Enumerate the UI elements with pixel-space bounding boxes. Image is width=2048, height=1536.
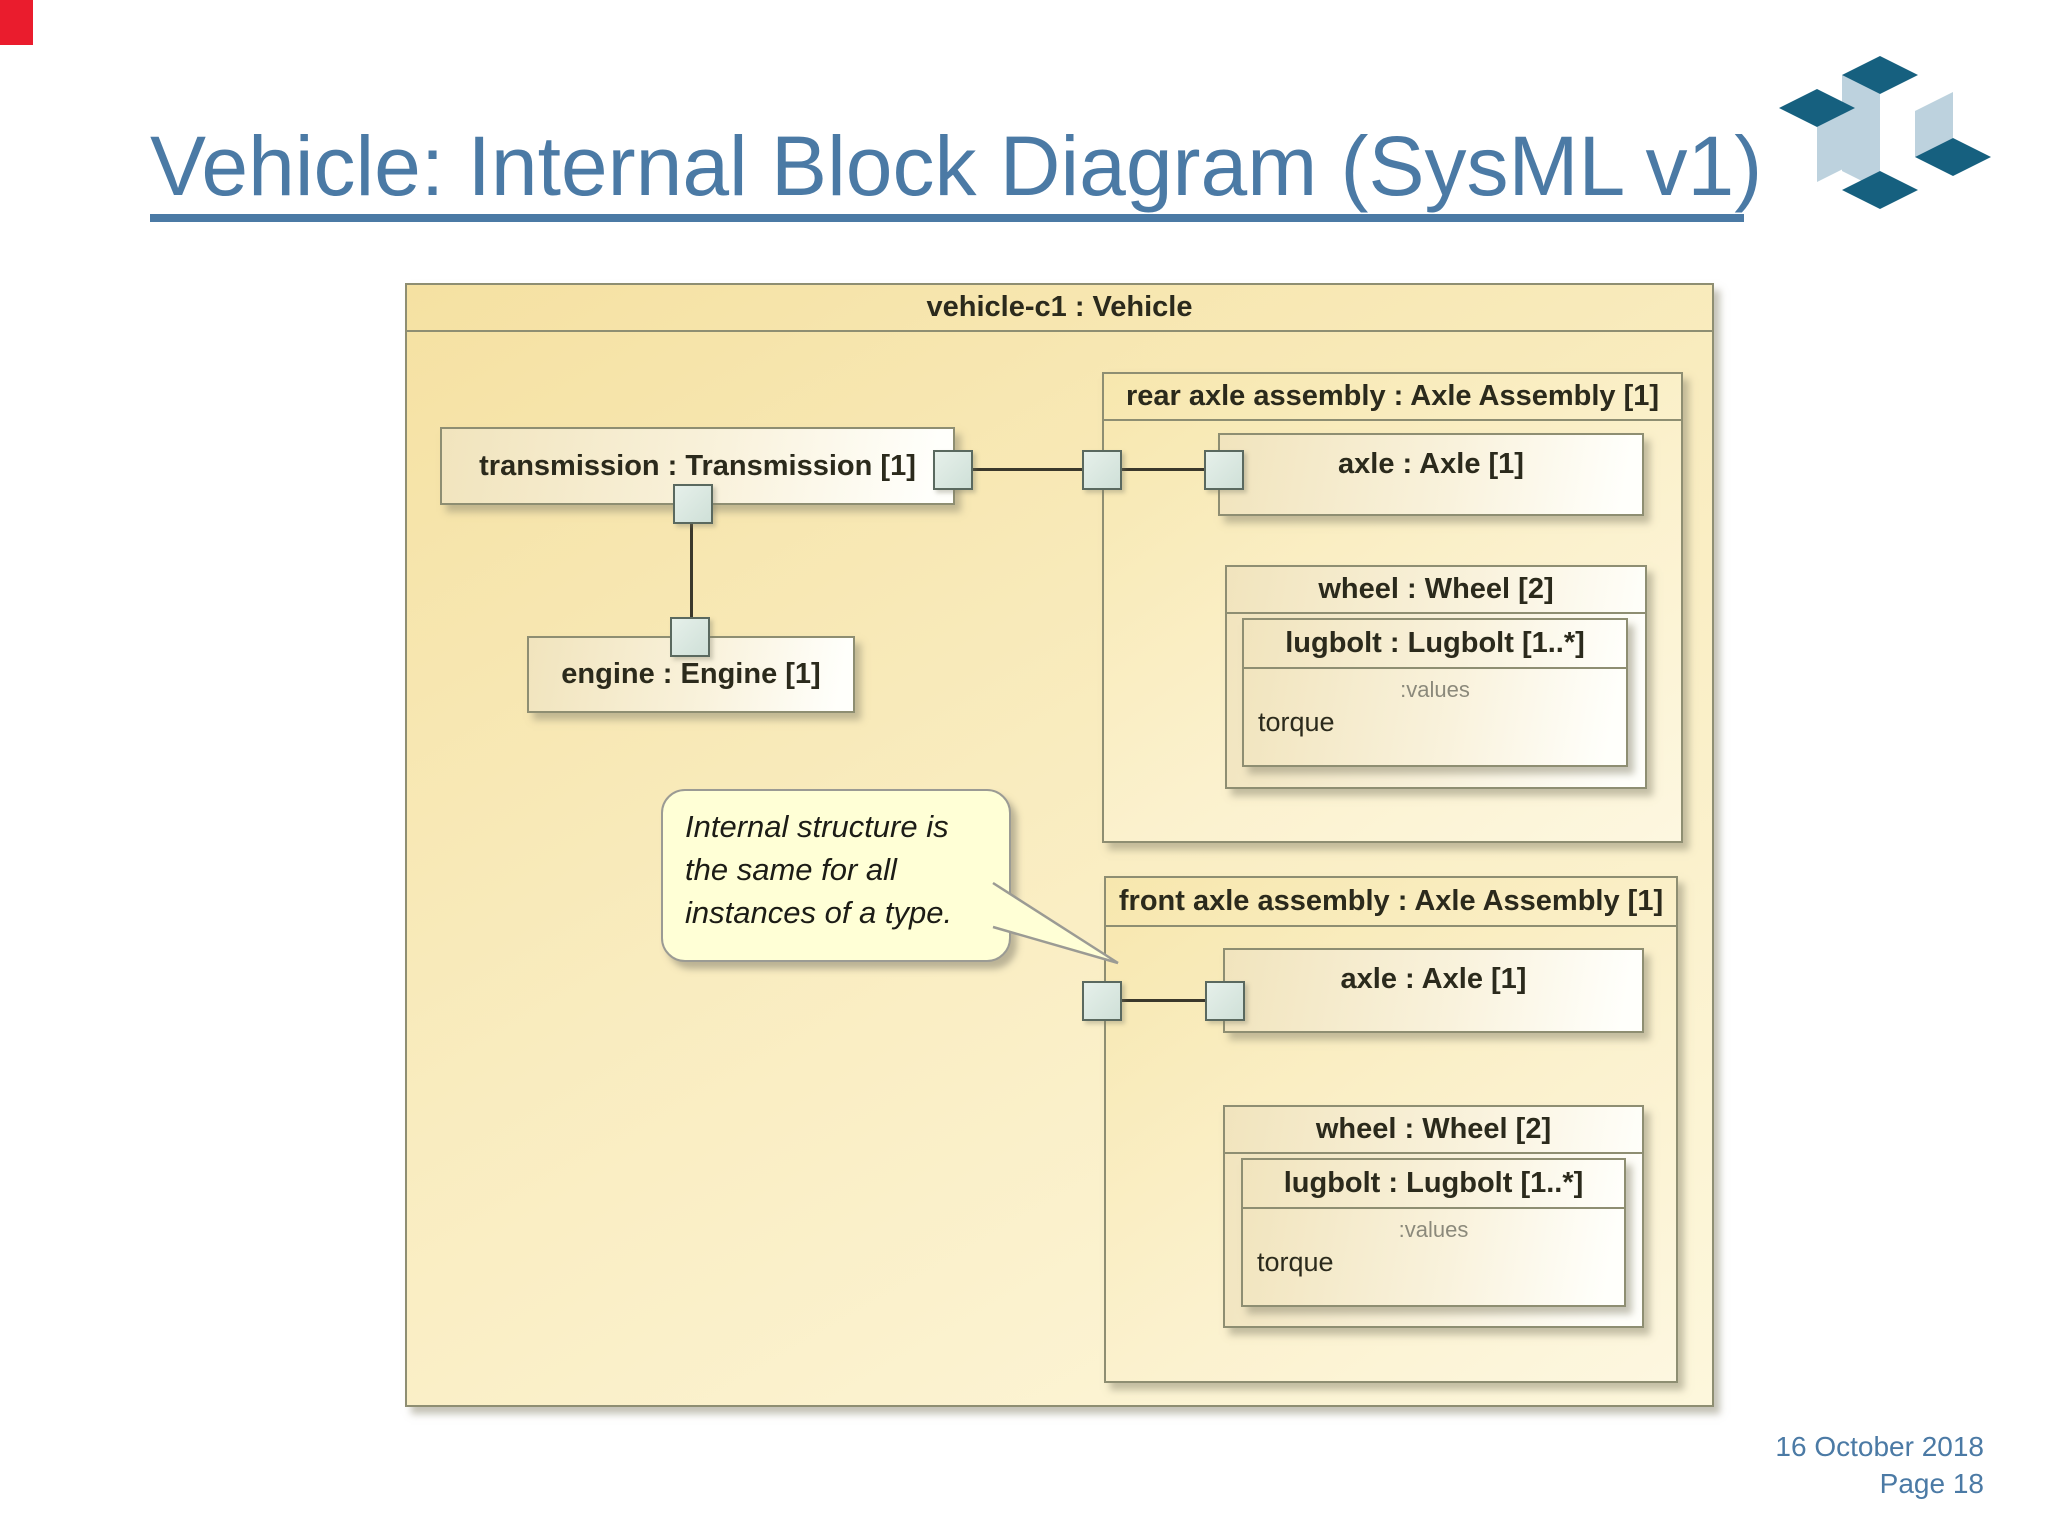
- port-rear-axle: [1204, 450, 1244, 490]
- company-logo-icon: [1779, 56, 1991, 209]
- port-front-axle: [1205, 981, 1245, 1021]
- slide-footer: 16 October 2018 Page 18: [1775, 1428, 1984, 1502]
- note-callout-tail: [992, 881, 1119, 965]
- rear-axle-label: axle : Axle [1]: [1338, 448, 1524, 480]
- note-callout: Internal structure is the same for all i…: [661, 789, 1011, 962]
- title-underline: [150, 214, 1744, 222]
- rear-lugbolt-part: lugbolt : Lugbolt [1..*] :values torque: [1242, 618, 1628, 767]
- page-title: Vehicle: Internal Block Diagram (SysML v…: [150, 119, 1763, 213]
- port-rear-assembly-boundary: [1082, 450, 1122, 490]
- front-wheel-title: wheel : Wheel [2]: [1225, 1107, 1642, 1154]
- front-axle-part: axle : Axle [1]: [1223, 948, 1644, 1033]
- connector-front-boundary-axle: [1098, 999, 1210, 1002]
- front-lugbolt-title: lugbolt : Lugbolt [1..*]: [1243, 1160, 1624, 1209]
- front-axle-assembly-title: front axle assembly : Axle Assembly [1]: [1106, 878, 1676, 927]
- front-axle-label: axle : Axle [1]: [1340, 963, 1527, 995]
- footer-date: 16 October 2018: [1775, 1431, 1984, 1462]
- port-engine-top: [670, 617, 710, 657]
- front-values-compartment-label: :values: [1398, 1217, 1469, 1242]
- rear-wheel-title: wheel : Wheel [2]: [1227, 567, 1645, 614]
- rear-values-compartment-label: :values: [1400, 677, 1470, 702]
- connector-transmission-rear-axle: [950, 468, 1210, 471]
- note-line: Internal structure is: [685, 809, 949, 844]
- rear-torque-value: torque: [1258, 707, 1335, 737]
- note-line: instances of a type.: [685, 895, 953, 930]
- transmission-label: transmission : Transmission [1]: [479, 449, 916, 482]
- corner-accent-mark: [0, 0, 33, 45]
- connector-transmission-engine: [690, 500, 693, 640]
- rear-axle-assembly-title: rear axle assembly : Axle Assembly [1]: [1104, 374, 1681, 421]
- note-line: the same for all: [685, 852, 897, 887]
- port-transmission-bottom: [673, 484, 713, 524]
- rear-lugbolt-title: lugbolt : Lugbolt [1..*]: [1244, 620, 1626, 669]
- front-lugbolt-part: lugbolt : Lugbolt [1..*] :values torque: [1241, 1158, 1626, 1307]
- engine-label: engine : Engine [1]: [561, 658, 821, 690]
- port-transmission-right: [933, 450, 973, 490]
- rear-axle-part: axle : Axle [1]: [1218, 433, 1644, 516]
- engine-part: engine : Engine [1]: [527, 636, 855, 713]
- vehicle-block-title: vehicle-c1 : Vehicle: [407, 285, 1712, 332]
- port-front-assembly-boundary: [1082, 981, 1122, 1021]
- front-torque-value: torque: [1257, 1247, 1334, 1277]
- footer-page-number: Page 18: [1879, 1468, 1984, 1499]
